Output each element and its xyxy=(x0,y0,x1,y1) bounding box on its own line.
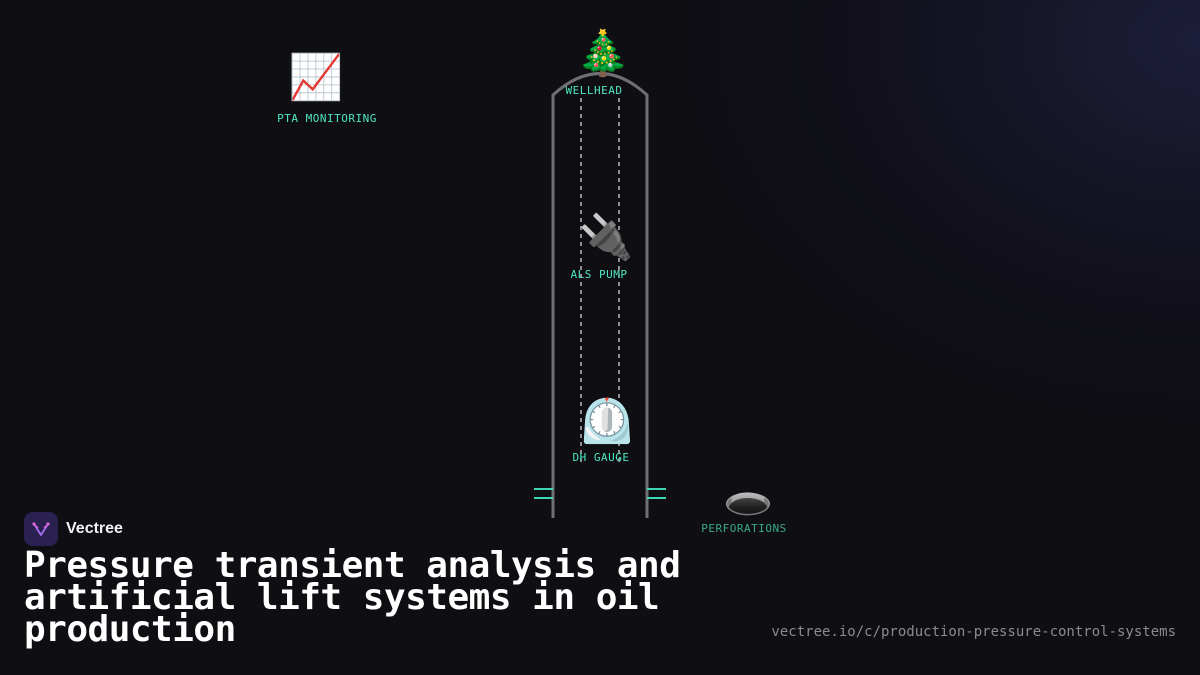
als-pump-label: ALS PUMP xyxy=(570,268,628,281)
dh-gauge-label: DH GAUGE xyxy=(572,451,630,464)
vectree-logo-icon xyxy=(24,512,58,546)
electric-plug-icon: 🔌 xyxy=(578,212,634,263)
casing-outline xyxy=(551,72,649,518)
brand-name: Vectree xyxy=(66,520,123,537)
christmas-tree-icon: 🎄 xyxy=(575,28,631,79)
pta-monitoring-label: PTA MONITORING xyxy=(277,112,377,125)
perforations-label: PERFORATIONS xyxy=(701,522,787,535)
hole-icon: 🕳️ xyxy=(723,475,773,521)
perforation-marks-left xyxy=(534,488,553,499)
source-url: vectree.io/c/production-pressure-control… xyxy=(771,624,1176,640)
brand: Vectree xyxy=(24,512,123,546)
perforation-marks-right xyxy=(647,488,666,499)
page-title: Pressure transient analysis and artifici… xyxy=(24,545,681,650)
timer-clock-icon: ⏲️ xyxy=(579,396,635,447)
chart-increasing-icon: 📈 xyxy=(288,52,344,103)
wellhead-label: WELLHEAD xyxy=(565,84,623,97)
